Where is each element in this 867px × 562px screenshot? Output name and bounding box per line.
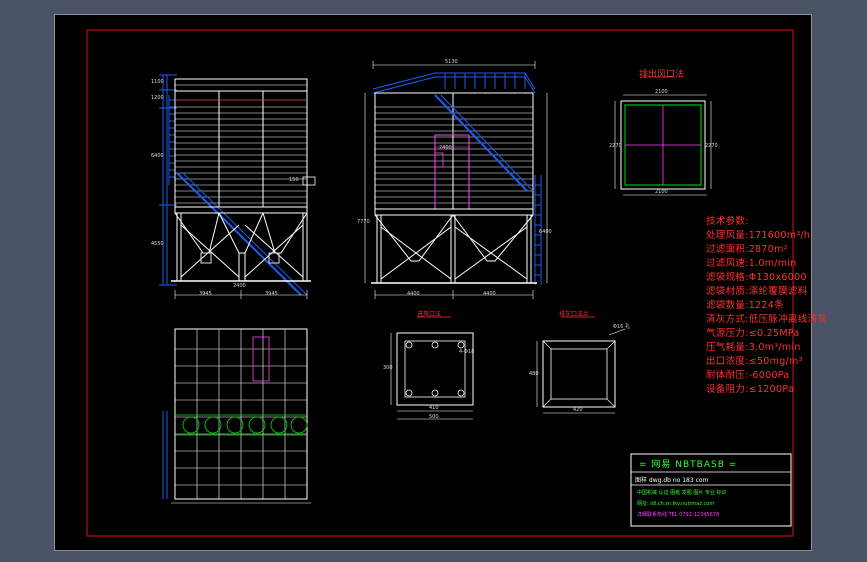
- dim-ash-holes: Φ16 孔: [613, 324, 630, 330]
- dim-misc: 2400: [439, 145, 452, 151]
- dim-inlet-h: 300: [383, 365, 393, 371]
- spec-row: 技术参数:: [706, 216, 749, 227]
- dim-front-width-mid: 2400: [233, 283, 246, 289]
- spec-row: 气源压力:≤0.25MPa: [706, 328, 800, 339]
- plan-valve-circle: [270, 416, 288, 434]
- plan-valve-circle: [182, 416, 200, 434]
- drawing-frame: [86, 29, 794, 537]
- plan-valve-circle: [226, 416, 244, 434]
- dim-front-h5: 150: [289, 177, 299, 183]
- dim-side-bottom-right: 4400: [483, 291, 496, 297]
- dim-outlet-h-left: 2270: [609, 143, 622, 149]
- dim-front-width-right: 3945: [265, 291, 278, 297]
- dim-side-height-right: 6400: [539, 229, 552, 235]
- dim-front-h3: 6400: [151, 153, 164, 159]
- dim-inlet-holes: 4-Φ18: [459, 349, 475, 355]
- outlet-flange-title: 排出风口法: [639, 70, 685, 80]
- dim-inlet-w2: 500: [429, 414, 439, 420]
- cad-drawing: [86, 29, 794, 537]
- title-block-drawing-row: 图样 dwg.db no 183 com: [635, 477, 709, 484]
- dim-ash-w: 420: [573, 407, 583, 413]
- spec-row: 设备阻力:≤1200Pa: [706, 384, 795, 395]
- front-elevation-view: [159, 74, 316, 299]
- dim-side-bottom-left: 4400: [407, 291, 420, 297]
- dim-front-h2: 1200: [151, 95, 164, 101]
- dim-outlet-w-bottom: 2100: [655, 189, 668, 195]
- drawing-sheet: 排出风口法 进风口法 排灰口法兰 1100 1200 6400 4550 150…: [54, 14, 827, 551]
- outlet-flange-view: [614, 76, 712, 196]
- inlet-flange-title: 进风口法: [417, 311, 442, 318]
- spec-row: 耐体耐压:-6000Pa: [706, 370, 790, 381]
- dim-side-height: 7770: [357, 219, 370, 225]
- side-elevation-view: [364, 61, 548, 299]
- inlet-flange-view: [390, 316, 474, 420]
- plan-valve-circle: [290, 416, 308, 434]
- dim-front-width-left: 3945: [199, 291, 212, 297]
- spec-row: 过滤风速:1.0m/min: [706, 258, 797, 269]
- dim-outlet-h-right: 2270: [705, 143, 718, 149]
- spec-row: 滤袋规格:Φ130x6000: [706, 272, 807, 283]
- spec-row: 出口浓度:≤50mg/m³: [706, 356, 803, 367]
- title-block-row2: 网址: idl.ch.sn.ikv.nutrmaz.com: [637, 501, 715, 507]
- dim-front-h4: 4550: [151, 241, 164, 247]
- spec-row: 滤袋材质:涤纶覆膜滤料: [706, 286, 808, 297]
- title-block-frame: [630, 453, 792, 527]
- plan-valve-circle: [248, 416, 266, 434]
- ash-flange-title: 排灰口法兰: [559, 311, 590, 318]
- spec-row: 滤袋数量:1224条: [706, 300, 784, 311]
- spec-row: 压气耗量:3.0m³/min: [706, 342, 801, 353]
- title-block-row3: 详细联系热线 TEL 0792-12345678: [637, 512, 720, 518]
- ash-flange-view: [536, 316, 626, 414]
- dim-ash-h: 480: [529, 371, 539, 377]
- spec-row: 处理风量:171600m³/h: [706, 230, 811, 241]
- title-block-row1: 中国机械 认证 图纸 发图 图片 专业 标识: [637, 490, 727, 496]
- spec-row: 清灰方式:低压脉冲离线清灰: [706, 314, 828, 325]
- dim-outlet-w-top: 2100: [655, 89, 668, 95]
- plan-view: [162, 328, 311, 504]
- spec-row: 过滤面积:2870m²: [706, 244, 788, 255]
- dim-side-top: 5130: [445, 59, 458, 65]
- dim-front-h1: 1100: [151, 79, 164, 85]
- plan-valve-circle: [204, 416, 222, 434]
- dim-inlet-w: 410: [429, 405, 439, 411]
- title-block-company: = 网易 NBTBASB =: [639, 460, 738, 470]
